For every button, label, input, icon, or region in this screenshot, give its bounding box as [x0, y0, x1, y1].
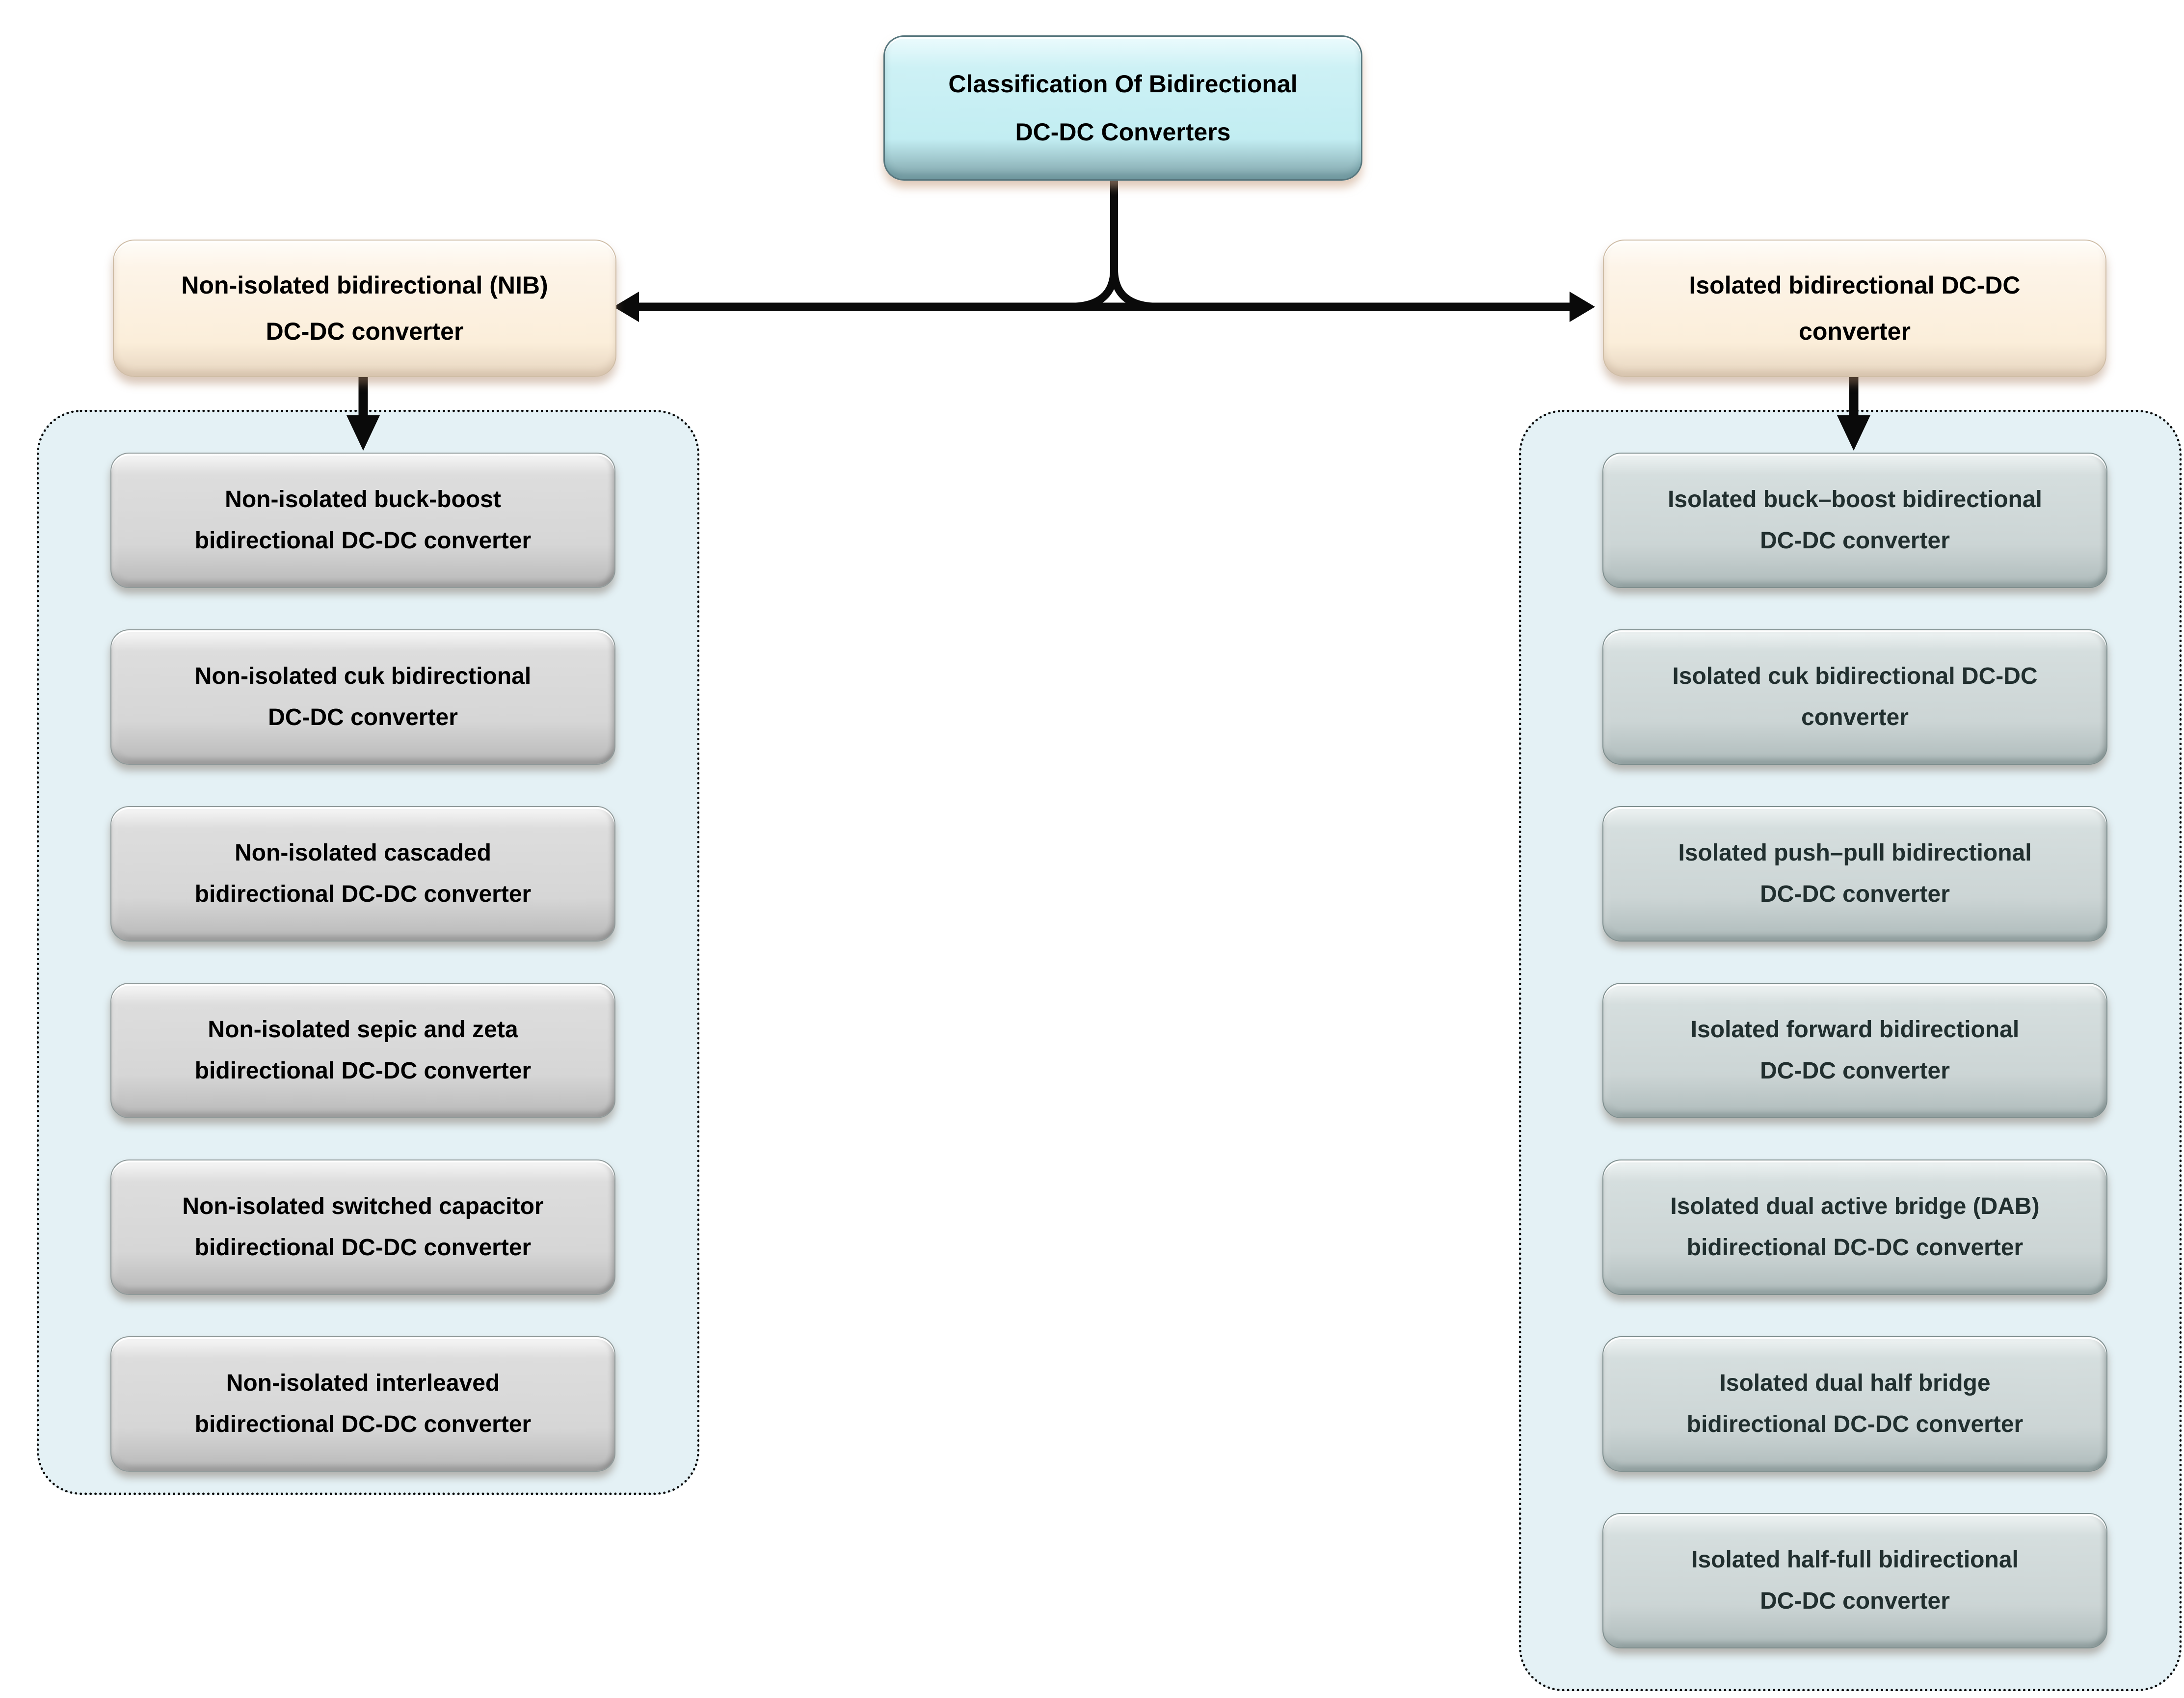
- node-non-isolated-switched-capacitor: Non-isolated switched capacitor bidirect…: [110, 1159, 615, 1295]
- branch-arrowhead-left-icon: [613, 292, 639, 322]
- node-isolated-forward: Isolated forward bidirectional DC-DC con…: [1602, 983, 2107, 1118]
- header-label-line: Non-isolated bidirectional (NIB): [181, 271, 548, 299]
- node-label-line: bidirectional DC-DC converter: [194, 1411, 532, 1437]
- header-label-line: Isolated bidirectional DC-DC: [1689, 271, 2021, 299]
- node-label-line: bidirectional DC-DC converter: [194, 1058, 532, 1084]
- node-label-line: DC-DC converter: [1760, 528, 1950, 554]
- node-label-line: Non-isolated sepic and zeta: [208, 1017, 518, 1043]
- root-split-curve-right: [1110, 269, 1159, 311]
- node-label-line: Non-isolated buck-boost: [225, 486, 501, 512]
- isolated-header: Isolated bidirectional DC-DC converter: [1603, 240, 2106, 377]
- node-non-isolated-buck-boost: Non-isolated buck-boost bidirectional DC…: [110, 453, 615, 588]
- node-label-line: DC-DC converter: [1760, 881, 1950, 907]
- node-label-line: Non-isolated cuk bidirectional: [194, 663, 532, 689]
- node-label-line: Isolated half-full bidirectional: [1691, 1547, 2019, 1573]
- node-label-line: bidirectional DC-DC converter: [194, 1235, 532, 1261]
- node-isolated-cuk: Isolated cuk bidirectional DC-DC convert…: [1602, 629, 2107, 765]
- node-label-line: bidirectional DC-DC converter: [194, 881, 532, 907]
- node-label-line: Non-isolated interleaved: [226, 1370, 500, 1396]
- branch-arrowhead-right-icon: [1570, 292, 1595, 322]
- node-label-line: Isolated forward bidirectional: [1690, 1017, 2020, 1043]
- node-isolated-dual-active-bridge: Isolated dual active bridge (DAB) bidire…: [1602, 1159, 2107, 1295]
- node-label-line: Non-isolated cascaded: [235, 840, 491, 866]
- node-label-line: DC-DC converter: [268, 704, 458, 730]
- node-label-line: DC-DC converter: [1760, 1058, 1950, 1084]
- node-label-line: bidirectional DC-DC converter: [194, 528, 532, 554]
- node-label-line: Isolated push–pull bidirectional: [1678, 840, 2032, 866]
- diagram-title: Classification Of Bidirectional DC-DC Co…: [883, 35, 1362, 181]
- node-non-isolated-cascaded: Non-isolated cascaded bidirectional DC-D…: [110, 806, 615, 942]
- node-non-isolated-cuk: Non-isolated cuk bidirectional DC-DC con…: [110, 629, 615, 765]
- node-label-line: Isolated dual active bridge (DAB): [1670, 1193, 2040, 1219]
- node-isolated-push-pull: Isolated push–pull bidirectional DC-DC c…: [1602, 806, 2107, 942]
- node-isolated-buck-boost: Isolated buck–boost bidirectional DC-DC …: [1602, 453, 2107, 588]
- node-non-isolated-sepic-zeta: Non-isolated sepic and zeta bidirectiona…: [110, 983, 615, 1118]
- node-isolated-half-full: Isolated half-full bidirectional DC-DC c…: [1602, 1513, 2107, 1648]
- node-label-line: Isolated dual half bridge: [1719, 1370, 1991, 1396]
- diagram-title-line: Classification Of Bidirectional: [948, 70, 1298, 98]
- root-split-curve-left: [1069, 269, 1118, 311]
- header-label-line: DC-DC converter: [266, 318, 464, 345]
- node-label-line: Isolated buck–boost bidirectional: [1668, 486, 2042, 512]
- node-non-isolated-interleaved: Non-isolated interleaved bidirectional D…: [110, 1336, 615, 1472]
- node-label-line: converter: [1801, 704, 1909, 730]
- node-label-line: Non-isolated switched capacitor: [182, 1193, 544, 1219]
- node-label-line: DC-DC converter: [1760, 1588, 1950, 1614]
- non-isolated-group-panel: [37, 410, 699, 1495]
- diagram-title-line: DC-DC Converters: [1015, 118, 1231, 146]
- node-label-line: bidirectional DC-DC converter: [1686, 1235, 2024, 1261]
- non-isolated-header: Non-isolated bidirectional (NIB) DC-DC c…: [113, 240, 616, 377]
- node-label-line: bidirectional DC-DC converter: [1686, 1411, 2024, 1437]
- header-label-line: converter: [1799, 318, 1911, 345]
- node-isolated-dual-half-bridge: Isolated dual half bridge bidirectional …: [1602, 1336, 2107, 1472]
- node-label-line: Isolated cuk bidirectional DC-DC: [1672, 663, 2038, 689]
